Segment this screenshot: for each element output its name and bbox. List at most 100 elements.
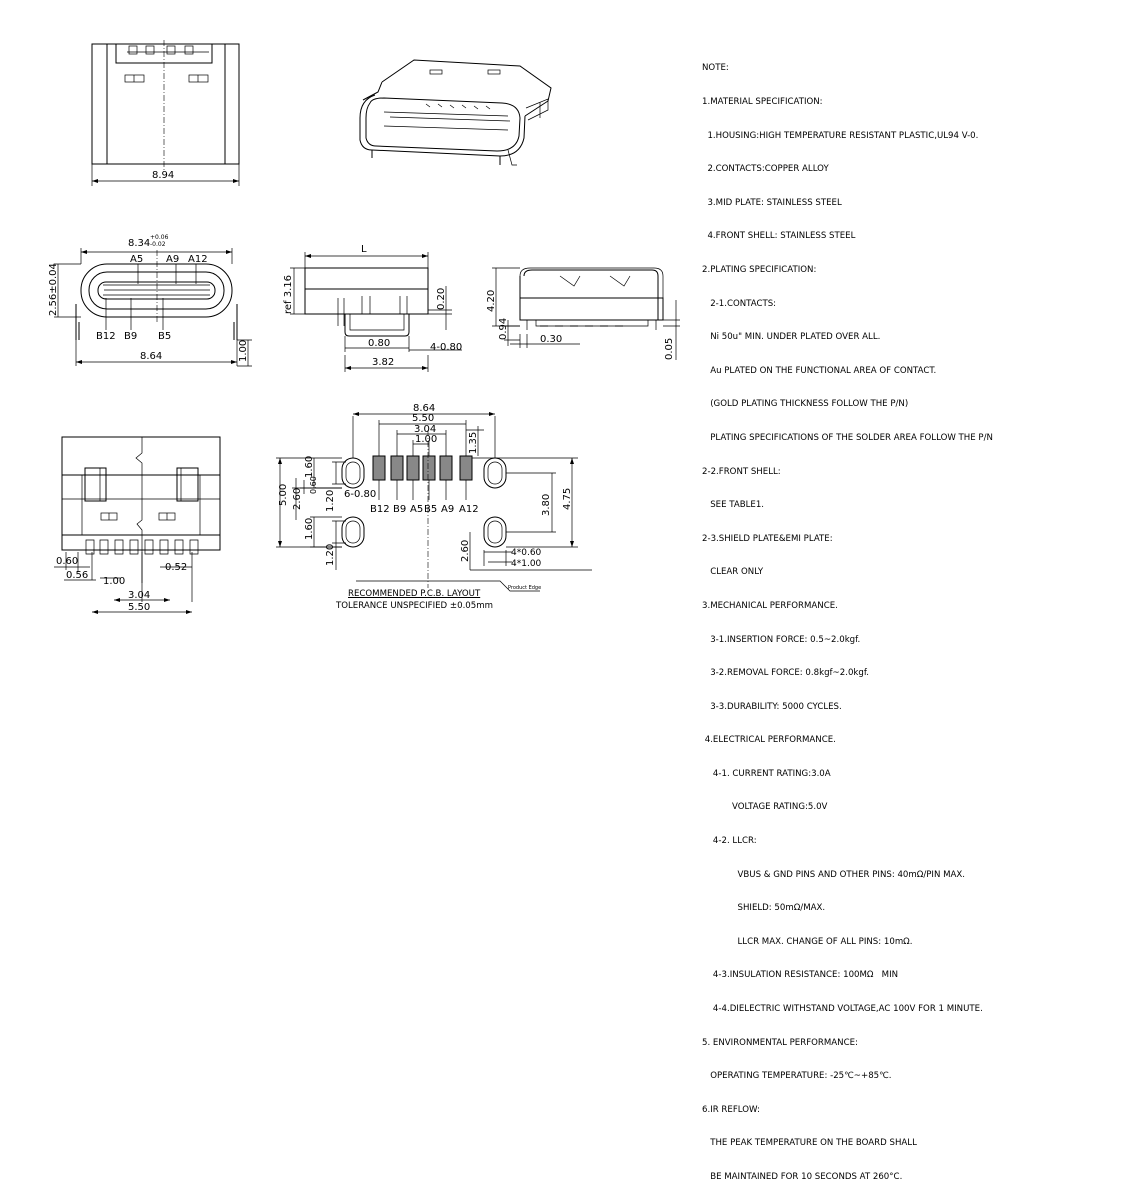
note-line: THE PEAK TEMPERATURE ON THE BOARD SHALL: [702, 1138, 917, 1149]
front-view: 8.34 +0.06 -0.02 2.56±0.04 A5 A9 A12 B12…: [48, 234, 252, 367]
front-pin-label-a9: A9: [166, 254, 179, 265]
note-line: Au PLATED ON THE FUNCTIONAL AREA OF CONT…: [702, 365, 937, 376]
front-height-dim: 2.56±0.04: [48, 263, 59, 316]
pcb-pin-label-b9: B9: [393, 504, 406, 515]
note-line: 1.HOUSING:HIGH TEMPERATURE RESISTANT PLA…: [702, 130, 979, 141]
side-gap-dim: 0.20: [436, 288, 447, 310]
rear-view: 4.20 0.94 0.30 0.05: [486, 267, 680, 360]
pcb-layout: 8.64 5.50 3.04 1.00 1.35 1.60 1.20 5.00 …: [276, 403, 592, 592]
drawing-canvas: 8.94 8.34 +0.06 -0.02 2.56±0.: [48, 40, 680, 614]
pcb-signal-pads: [372, 455, 473, 481]
pcb-caption: RECOMMENDED P.C.B. LAYOUT TOLERANCE UNSP…: [336, 588, 493, 612]
side-length-label: L: [361, 244, 367, 255]
pcb-dim-380: 3.80: [541, 494, 552, 516]
note-line: 6.IR REFLOW:: [702, 1104, 760, 1115]
note-line: SEE TABLE1.: [702, 500, 765, 511]
note-line: 4.FRONT SHELL: STAINLESS STEEL: [702, 231, 856, 242]
note-line: 3-3.DURABILITY: 5000 CYCLES.: [702, 701, 842, 712]
front-width-tol-minus: -0.02: [150, 241, 166, 248]
front-pin-label-b12: B12: [96, 331, 116, 342]
pcb-dim-120a: 1.20: [325, 490, 336, 512]
pcb-pin-label-a12: A12: [459, 504, 479, 515]
pcb-dim-475: 4.75: [562, 488, 573, 510]
pcb-dim-550: 5.50: [412, 413, 434, 424]
note-line: 4-4.DIELECTRIC WITHSTAND VOLTAGE,AC 100V…: [702, 1004, 983, 1015]
side-pin-width: 0.80: [368, 338, 390, 349]
note-line: 4-1. CURRENT RATING:3.0A: [702, 768, 831, 779]
note-line: NOTE:: [702, 63, 729, 74]
note-line: PLATING SPECIFICATIONS OF THE SOLDER ARE…: [702, 432, 993, 443]
top-view-width-dim: 8.94: [152, 170, 174, 181]
note-line: 3.MID PLATE: STAINLESS STEEL: [702, 197, 842, 208]
note-line: 4.ELECTRICAL PERFORMANCE.: [702, 735, 836, 746]
note-line: 2-1.CONTACTS:: [702, 298, 777, 309]
front-pin-label-a5: A5: [130, 254, 143, 265]
pcb-dim-4060: 4*0.60: [511, 548, 542, 558]
note-line: BE MAINTAINED FOR 10 SECONDS AT 260°C.: [702, 1172, 903, 1182]
pcb-dim-100: 1.00: [415, 434, 437, 445]
front-pin-label-b5: B5: [158, 331, 171, 342]
rear-pad-dim: 0.30: [540, 334, 562, 345]
pcb-dim-864: 8.64: [413, 403, 435, 414]
pcb-dim-060: 0.60: [309, 476, 318, 494]
note-line: 4-2. LLCR:: [702, 836, 757, 847]
bottom-dim-060: 0.60: [56, 556, 78, 567]
pcb-dim-260a: 2.60: [292, 488, 303, 510]
front-bottom-width: 8.64: [140, 351, 162, 362]
note-line: LLCR MAX. CHANGE OF ALL PINS: 10mΩ.: [702, 936, 913, 947]
note-line: 3-1.INSERTION FORCE: 0.5~2.0kgf.: [702, 634, 861, 645]
rear-height-dim: 4.20: [486, 290, 497, 312]
note-line: 3.MECHANICAL PERFORMANCE.: [702, 600, 838, 611]
pcb-dim-304: 3.04: [414, 424, 436, 435]
pcb-product-edge: Product Edge: [508, 585, 541, 591]
notes-block: NOTE: 1.MATERIAL SPECIFICATION: 1.HOUSIN…: [702, 41, 1122, 1194]
rear-small-dim: 0.94: [498, 318, 509, 340]
note-line: 2.PLATING SPECIFICATION:: [702, 264, 817, 275]
rear-thick-dim: 0.05: [664, 338, 675, 360]
top-view: 8.94: [91, 40, 240, 186]
isometric-view: [359, 59, 552, 166]
note-line: VOLTAGE RATING:5.0V: [702, 802, 828, 813]
pcb-dim-160a: 1.60: [304, 456, 315, 478]
note-line: Ni 50u" MIN. UNDER PLATED OVER ALL.: [702, 332, 881, 343]
pcb-pin-label-a5: A5: [410, 504, 423, 515]
pcb-dim-135: 1.35: [468, 432, 479, 454]
note-line: CLEAR ONLY: [702, 567, 764, 578]
side-base-dim: 3.82: [372, 357, 394, 368]
pcb-dim-160b: 1.60: [304, 518, 315, 540]
note-line: 3-2.REMOVAL FORCE: 0.8kgf~2.0kgf.: [702, 668, 869, 679]
note-line: 2.CONTACTS:COPPER ALLOY: [702, 164, 829, 175]
pcb-dim-500: 5.00: [278, 484, 289, 506]
bottom-dim-052: 0.52: [165, 562, 187, 573]
front-leg-dim: 1.00: [238, 340, 249, 362]
front-pin-label-b9: B9: [124, 331, 137, 342]
note-line: (GOLD PLATING THICKNESS FOLLOW THE P/N): [702, 399, 909, 410]
note-line: OPERATING TEMPERATURE: -25℃~+85℃.: [702, 1071, 892, 1082]
front-width-tol-plus: +0.06: [150, 234, 169, 241]
bottom-dim-mid: 3.04: [128, 590, 150, 601]
pcb-pin-label-a9: A9: [441, 504, 454, 515]
pcb-pad-callout: 6-0.80: [344, 489, 376, 500]
bottom-view: 0.60 0.56 1.00 0.52 3.04 5.50: [54, 436, 221, 614]
note-line: 2-2.FRONT SHELL:: [702, 466, 781, 477]
note-line: 4-3.INSULATION RESISTANCE: 100MΩ MIN: [702, 970, 899, 981]
note-line: SHIELD: 50mΩ/MAX.: [702, 903, 826, 914]
pcb-pin-label-b12: B12: [370, 504, 390, 515]
note-line: 5. ENVIRONMENTAL PERFORMANCE:: [702, 1037, 858, 1048]
pcb-dim-260b: 2.60: [460, 540, 471, 562]
side-pin-spacing: 4-0.80: [430, 342, 462, 353]
pcb-pin-label-b5: B5: [424, 504, 437, 515]
note-line: 2-3.SHIELD PLATE&EMI PLATE:: [702, 533, 833, 544]
pcb-caption-tolerance: TOLERANCE UNSPECIFIED ±0.05mm: [336, 601, 493, 611]
side-view: L ref 3.16 0.20 0.80 4-0.80 3.82: [283, 244, 462, 372]
note-line: VBUS & GND PINS AND OTHER PINS: 40mΩ/PIN…: [702, 869, 966, 880]
pcb-dim-120b: 1.20: [325, 544, 336, 566]
pcb-caption-title: RECOMMENDED P.C.B. LAYOUT: [348, 589, 481, 599]
side-ref-height: ref 3.16: [283, 275, 294, 314]
bottom-dim-pitch: 1.00: [103, 576, 125, 587]
front-pin-label-a12: A12: [188, 254, 208, 265]
front-width-dim: 8.34: [128, 238, 150, 249]
bottom-dim-total: 5.50: [128, 602, 150, 613]
note-line: 1.MATERIAL SPECIFICATION:: [702, 97, 823, 107]
pcb-dim-4100: 4*1.00: [511, 559, 542, 569]
